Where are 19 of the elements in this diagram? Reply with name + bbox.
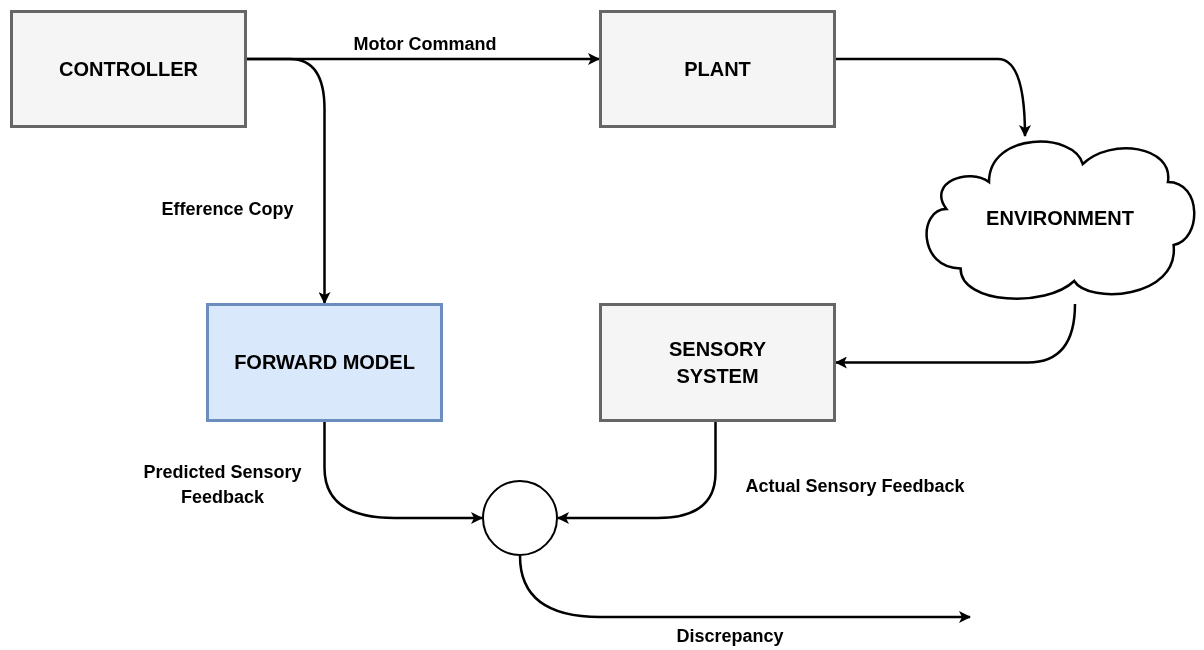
arrow [247,57,331,304]
edge-label: Efference Copy [160,198,295,221]
process-box [206,303,443,422]
arrow [836,57,1031,137]
node-label: PLANT [684,56,751,82]
edge-label: Actual Sensory Feedback [744,475,966,498]
edge-label: Predicted Sensory Feedback [142,461,303,510]
process-box [599,303,836,422]
node-label: SENSORY SYSTEM [667,336,768,389]
arrow [323,422,483,524]
edge-label: Motor Command [352,33,498,56]
arrow [518,555,971,623]
process-box [10,10,247,128]
node-label: CONTROLLER [59,56,198,82]
process-box [599,10,836,128]
node-label: ENVIRONMENT [986,205,1134,231]
edge-label: Discrepancy [675,625,785,648]
arrow [557,422,717,524]
node-label: FORWARD MODEL [234,350,415,375]
